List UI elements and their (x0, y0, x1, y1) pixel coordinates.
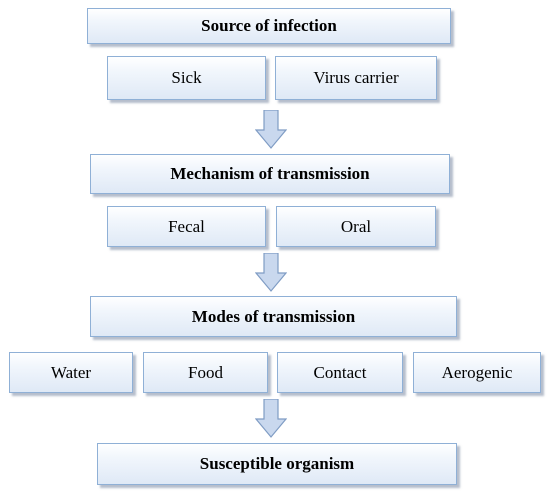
modes-of-transmission-box: Modes of transmission (90, 296, 457, 337)
virus-carrier-box: Virus carrier (275, 56, 437, 100)
contact-box: Contact (277, 352, 403, 393)
contact-label: Contact (313, 362, 367, 382)
susceptible-organism-box: Susceptible organism (97, 443, 457, 485)
down-arrow-icon (255, 253, 287, 292)
virus-carrier-label: Virus carrier (313, 68, 399, 87)
mechanism-of-transmission-label: Mechanism of transmission (170, 164, 370, 183)
mechanism-of-transmission-box: Mechanism of transmission (90, 154, 450, 194)
fecal-box: Fecal (107, 206, 266, 247)
modes-of-transmission-label: Modes of transmission (191, 306, 356, 326)
oral-label: Oral (340, 216, 372, 236)
fecal-label: Fecal (168, 216, 205, 236)
water-label: Water (50, 362, 92, 382)
source-of-infection-label: Source of infection (201, 16, 337, 35)
source-of-infection-box: Source of infection (87, 8, 451, 44)
down-arrow-icon (255, 110, 287, 149)
sick-box: Sick (107, 56, 266, 100)
susceptible-organism-label: Susceptible organism (199, 454, 355, 473)
down-arrow-icon (255, 399, 287, 438)
food-box: Food (143, 352, 268, 393)
aerogenic-label: Aerogenic (441, 362, 513, 382)
water-box: Water (9, 352, 133, 393)
oral-box: Oral (276, 206, 436, 247)
sick-label: Sick (171, 68, 202, 87)
food-label: Food (188, 362, 223, 382)
aerogenic-box: Aerogenic (413, 352, 541, 393)
